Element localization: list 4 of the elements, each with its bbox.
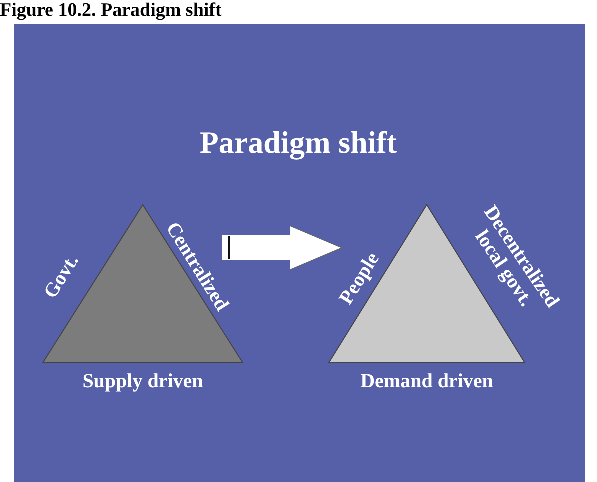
base-label: Supply driven [82, 372, 204, 392]
slide-heading: Paradigm shift [198, 125, 398, 161]
figure-title: Figure 10.2. Paradigm shift [0, 0, 222, 22]
base-label: Demand driven [360, 372, 494, 392]
